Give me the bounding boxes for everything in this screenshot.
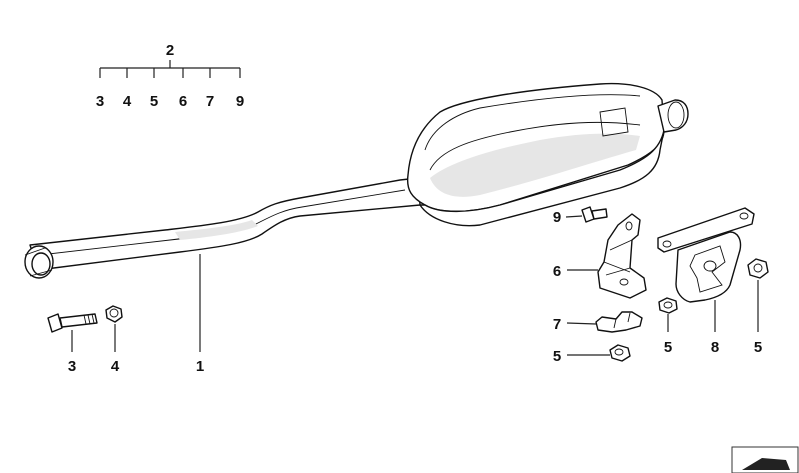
rear-muffler-with-pipe[interactable]: 1: [24, 82, 689, 375]
callout-5[interactable]: 5: [754, 339, 762, 356]
bolt-head: [47, 313, 63, 333]
callout-group-item[interactable]: 4: [123, 93, 132, 110]
muffler-top-contour: [424, 94, 641, 151]
small-bolt[interactable]: 9: [553, 206, 608, 226]
callout-9[interactable]: 9: [553, 209, 561, 226]
bracket-folds: [603, 239, 633, 276]
mounting-bracket[interactable]: 6: [553, 213, 647, 299]
nut-right-hole: [753, 263, 763, 273]
callout-group-item[interactable]: 3: [96, 93, 104, 110]
callout-group-2[interactable]: 2: [166, 42, 174, 59]
hanger-plate: [657, 207, 755, 253]
callout-group-item[interactable]: 7: [206, 93, 214, 110]
nut-mid-hole: [663, 301, 673, 309]
nut-hole: [109, 308, 119, 318]
callout-1[interactable]: 1: [196, 358, 204, 375]
callout-5[interactable]: 5: [553, 348, 561, 365]
muffler-side-contour: [429, 121, 641, 171]
muffler-embossed-plate: [599, 107, 629, 137]
flange-edge: [24, 247, 53, 277]
callout-3[interactable]: 3: [68, 358, 76, 375]
tailpipe-opening: [667, 101, 685, 129]
callout-4[interactable]: 4: [111, 358, 120, 375]
hanger-center-hole: [703, 260, 717, 272]
pipe-clamp[interactable]: 7: [553, 311, 643, 333]
catalog-corner-icon: [731, 446, 799, 473]
exhaust-pipe: [29, 177, 421, 271]
leader-line-7: [566, 322, 597, 325]
small-bolt-shank: [591, 208, 608, 220]
hanger-cutout: [689, 245, 726, 293]
clamp-folds: [613, 312, 631, 329]
callout-8[interactable]: 8: [711, 339, 719, 356]
nut-bottom-hole: [614, 348, 624, 356]
tailpipe-outlet: [657, 99, 689, 133]
bracket-hole: [625, 221, 633, 231]
group-callout-tree: 2 3 4 5 6 7 9: [96, 42, 244, 110]
muffler-shading: [430, 133, 640, 197]
callout-5[interactable]: 5: [664, 339, 672, 356]
hanger-plate-hole: [662, 240, 672, 248]
nut-mid-body: [658, 297, 678, 314]
rubber-hanger[interactable]: 8: [657, 207, 755, 356]
hanger-rubber-block: [675, 231, 742, 303]
bracket-body: [597, 213, 647, 299]
hex-bolt-left[interactable]: 3: [47, 313, 98, 375]
nut-right-body: [747, 258, 769, 279]
callout-group-item[interactable]: 5: [150, 93, 158, 110]
leader-line-9: [565, 215, 583, 218]
nut-bottom-body: [609, 344, 631, 362]
clamp-body: [595, 311, 643, 333]
callout-7[interactable]: 7: [553, 316, 561, 333]
bracket-hole: [619, 278, 629, 286]
pipe-flange-inner: [31, 252, 51, 276]
corner-icon-shape: [742, 458, 790, 470]
flange-nut-bottom[interactable]: 5: [553, 344, 631, 365]
callout-6[interactable]: 6: [553, 263, 561, 280]
callout-group-item[interactable]: 6: [179, 93, 187, 110]
nut-body: [105, 305, 123, 323]
hanger-plate-hole: [739, 212, 749, 220]
flange-nut-right[interactable]: 5: [747, 258, 769, 356]
hex-nut-left[interactable]: 4: [105, 305, 123, 375]
bolt-shank: [59, 313, 98, 328]
callout-group-item[interactable]: 9: [236, 93, 244, 110]
pipe-shading: [175, 220, 258, 240]
bolt-thread: [83, 313, 95, 325]
flange-nut-middle[interactable]: 5: [658, 297, 678, 356]
